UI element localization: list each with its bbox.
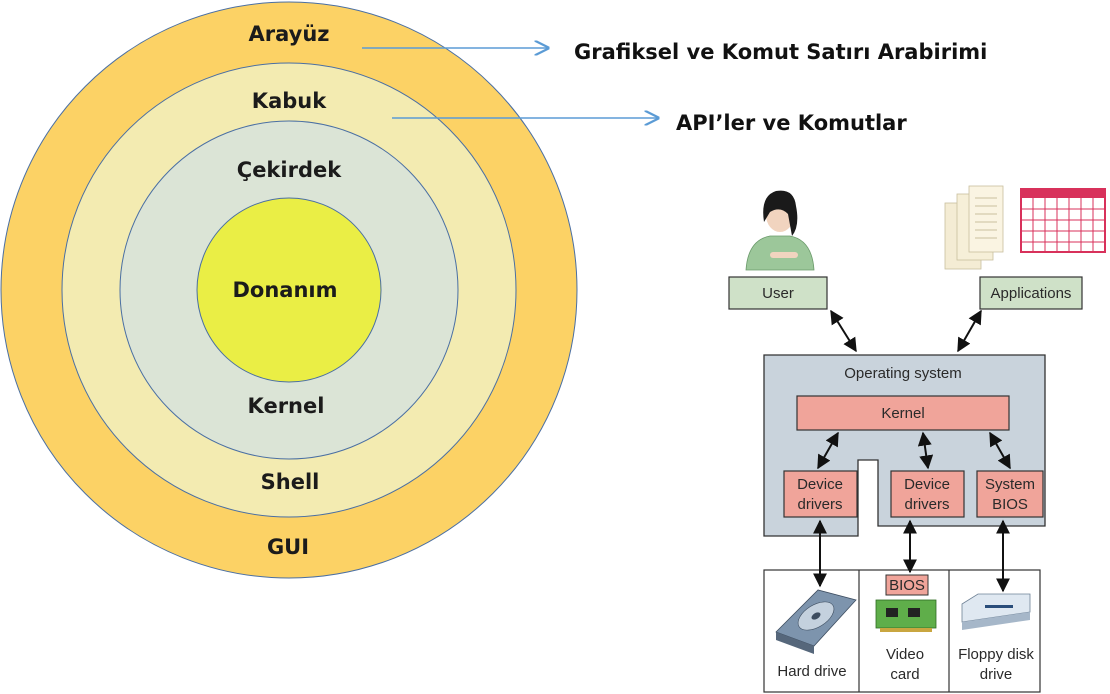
bios-chip xyxy=(885,574,929,596)
video-card-icon xyxy=(875,599,937,632)
interface-note: Grafiksel ve Komut Satırı Arabirimi xyxy=(574,40,987,64)
video-card-line2: card xyxy=(890,666,919,683)
device-drivers-2-line2: drivers xyxy=(904,496,949,513)
hard-drive-icon xyxy=(775,589,857,654)
os-panel-label: Operating system xyxy=(844,365,962,382)
applications-box xyxy=(979,276,1083,310)
device-drivers-box-1 xyxy=(783,470,858,518)
device-drivers-1-line2: drivers xyxy=(797,496,842,513)
kernel-drivers1-arrow xyxy=(817,431,839,470)
kernel-box-label: Kernel xyxy=(881,405,924,422)
hardware-core xyxy=(196,197,382,383)
device-drivers-1-line1: Device xyxy=(797,476,843,493)
os-architecture: User Applications Operating system Kerne… xyxy=(724,185,1110,694)
user-box xyxy=(728,276,828,310)
kernel-drivers2-arrow xyxy=(917,431,934,470)
floppy-line1: Floppy disk xyxy=(958,646,1034,663)
interface-label: Arayüz xyxy=(249,22,330,46)
hard-drive-label: Hard drive xyxy=(777,663,846,680)
hardware-label: Donanım xyxy=(232,278,337,302)
video-card-line1: Video xyxy=(886,646,924,663)
system-bios-box xyxy=(976,470,1044,518)
device-drivers-2-line1: Device xyxy=(904,476,950,493)
applications-box-label: Applications xyxy=(991,285,1072,302)
bios-chip-label: BIOS xyxy=(889,577,925,594)
kernel-label-en: Kernel xyxy=(248,394,325,418)
person-icon xyxy=(745,190,815,271)
kernel-bios-arrow xyxy=(989,431,1011,470)
documents-icon xyxy=(944,185,1004,270)
calendar-icon xyxy=(1020,188,1106,253)
floppy-drive-icon xyxy=(961,593,1031,630)
kernel-label: Çekirdek xyxy=(237,158,342,182)
shell-label: Kabuk xyxy=(252,89,327,113)
shell-note: API’ler ve Komutlar xyxy=(676,111,907,135)
system-bios-line1: System xyxy=(985,476,1035,493)
shell-label-en: Shell xyxy=(261,470,320,494)
device-drivers-box-2 xyxy=(890,470,965,518)
layer-rings xyxy=(0,1,578,579)
gui-label: GUI xyxy=(267,535,309,559)
apps-os-arrow xyxy=(957,309,982,353)
floppy-line2: drive xyxy=(980,666,1013,683)
user-box-label: User xyxy=(762,285,794,302)
kernel-box xyxy=(796,395,1010,431)
user-os-arrow xyxy=(830,309,857,353)
system-bios-line2: BIOS xyxy=(992,496,1028,513)
